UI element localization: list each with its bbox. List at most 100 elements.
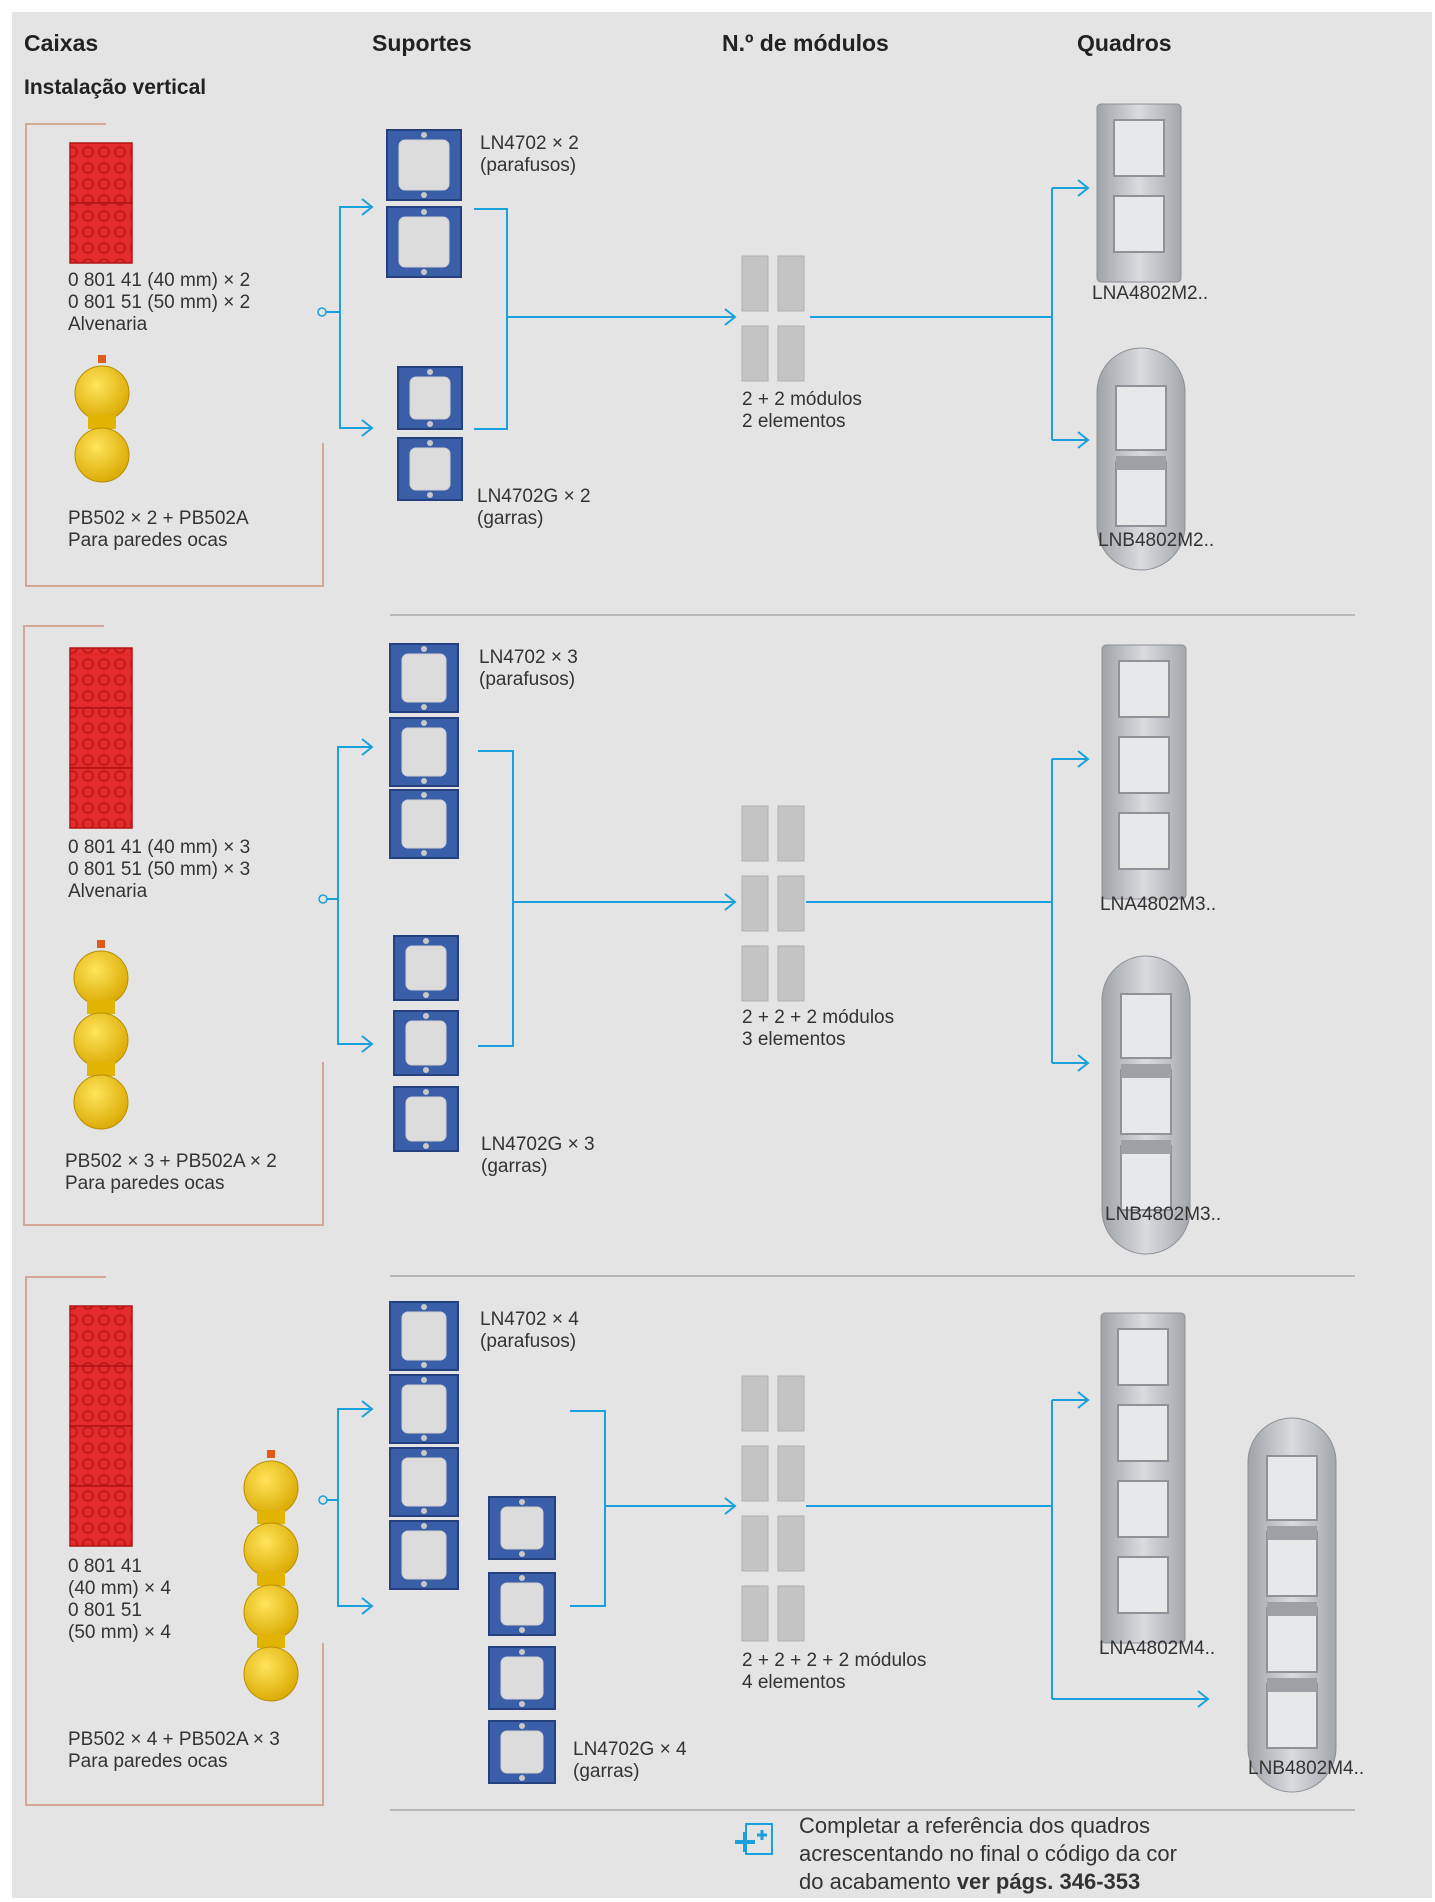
row1-screw-support-1-screw-top xyxy=(421,132,427,138)
row3-red-masonry-box-4 xyxy=(70,1486,132,1546)
row2-claw-support-3-screw-bottom xyxy=(423,1143,429,1149)
row3-claw-support-3-screw-bottom xyxy=(519,1701,525,1707)
row2-claw-support-1-screw-bottom xyxy=(423,992,429,998)
row2-module-left-1 xyxy=(742,806,768,861)
row3-claw-support-4-window xyxy=(501,1731,543,1773)
row2-screw-support-1-screw-top xyxy=(421,646,427,652)
row2-module-left-3 xyxy=(742,946,768,1001)
row3-module-left-2 xyxy=(742,1446,768,1501)
row2-screw-support-2-window xyxy=(402,728,446,776)
row1-merge-bracket xyxy=(474,209,507,429)
row3-frame-b-label: LNB4802M4.. xyxy=(1248,1758,1364,1780)
row2-merge-bracket xyxy=(478,751,513,1046)
row2-screw-support-3-screw-top xyxy=(421,792,427,798)
row3-red-masonry-box-2 xyxy=(70,1366,132,1426)
row1-frame-a-label: LNA4802M2.. xyxy=(1092,283,1208,305)
row3-module-right-3 xyxy=(778,1516,804,1571)
row1-module-right-1 xyxy=(778,256,804,311)
row2-frame-a-label: LNA4802M3.. xyxy=(1100,894,1216,916)
row2-arrow-to-screw xyxy=(327,747,372,899)
row1-yellow-hollow-box-top-tab xyxy=(98,355,106,363)
row3-screw-support-1-window xyxy=(402,1312,446,1360)
row2-screw-support-label: LN4702 × 3 (parafusos) xyxy=(479,647,578,691)
row3-module-left-4 xyxy=(742,1586,768,1641)
row3-claw-support-4-screw-bottom xyxy=(519,1775,525,1781)
row1-frame-a-opening-1 xyxy=(1114,120,1164,176)
row3-yellow-hollow-box-connector-2 xyxy=(257,1572,285,1586)
row3-claw-support-3-window xyxy=(501,1657,543,1699)
row1-screw-support-1-window xyxy=(399,140,449,190)
row2-screw-support-1-window xyxy=(402,654,446,702)
row3-frame-b-opening-3 xyxy=(1267,1608,1317,1672)
row2-red-masonry-box-3 xyxy=(70,768,132,828)
row3-module-right-1 xyxy=(778,1376,804,1431)
row2-frame-b-label: LNB4802M3.. xyxy=(1105,1204,1221,1226)
row3-yellow-hollow-box-top-tab xyxy=(267,1450,275,1458)
row2-yellow-hollow-box-3 xyxy=(74,1075,128,1129)
row1-frame-b-label: LNB4802M2.. xyxy=(1098,530,1214,552)
row3-module-right-4 xyxy=(778,1586,804,1641)
row2-frame-a-opening-1 xyxy=(1119,661,1169,717)
row3-module-right-2 xyxy=(778,1446,804,1501)
row1-frame-a-opening-2 xyxy=(1114,196,1164,252)
row1-red-masonry-box-2 xyxy=(70,203,132,263)
row3-screw-support-1-screw-top xyxy=(421,1304,427,1310)
row3-claw-support-label: LN4702G × 4 (garras) xyxy=(573,1739,687,1783)
row3-claw-support-2-screw-bottom xyxy=(519,1627,525,1633)
row2-claw-support-3-screw-top xyxy=(423,1089,429,1095)
row1-arrow-to-claw xyxy=(340,312,372,428)
row1-module-right-2 xyxy=(778,326,804,381)
row1-claw-support-2-screw-bottom xyxy=(427,492,433,498)
row1-screw-support-2-screw-bottom xyxy=(421,269,427,275)
row2-frame-b-opening-3 xyxy=(1121,1146,1171,1210)
row3-screw-support-label: LN4702 × 4 (parafusos) xyxy=(480,1309,579,1353)
row2-module-right-1 xyxy=(778,806,804,861)
row1-arrow-to-screw xyxy=(326,207,372,312)
row3-modules-label: 2 + 2 + 2 + 2 módulos 4 elementos xyxy=(742,1650,926,1694)
row1-yellow-hollow-box-2 xyxy=(75,428,129,482)
row2-red-masonry-box-2 xyxy=(70,708,132,768)
row3-module-left-1 xyxy=(742,1376,768,1431)
row3-source-node xyxy=(319,1496,327,1504)
row3-hollow-label: PB502 × 4 + PB502A × 3 Para paredes ocas xyxy=(68,1729,280,1773)
row3-screw-support-3-window xyxy=(402,1458,446,1506)
row1-frame-b-opening-1 xyxy=(1116,386,1166,450)
row3-frame-a-opening-3 xyxy=(1118,1481,1168,1537)
row3-red-masonry-box-1 xyxy=(70,1306,132,1366)
row2-claw-support-3-window xyxy=(406,1097,446,1141)
row3-screw-support-3-screw-top xyxy=(421,1450,427,1456)
row3-claw-support-2-screw-top xyxy=(519,1575,525,1581)
row2-red-masonry-box-1 xyxy=(70,648,132,708)
row2-module-right-2 xyxy=(778,876,804,931)
row1-yellow-hollow-box-1 xyxy=(75,366,129,420)
row2-yellow-hollow-box-2 xyxy=(74,1013,128,1067)
row2-yellow-hollow-box-connector-1 xyxy=(87,1000,115,1014)
row1-claw-support-2-screw-top xyxy=(427,440,433,446)
row3-frame-a-opening-1 xyxy=(1118,1329,1168,1385)
row3-yellow-hollow-box-4 xyxy=(244,1647,298,1701)
row1-screw-support-label: LN4702 × 2 (parafusos) xyxy=(480,133,579,177)
row3-frame-a-opening-4 xyxy=(1118,1557,1168,1613)
row2-yellow-hollow-box-top-tab xyxy=(97,940,105,948)
row1-hollow-label: PB502 × 2 + PB502A Para paredes ocas xyxy=(68,508,249,552)
row3-claw-support-1-screw-top xyxy=(519,1499,525,1505)
row1-screw-support-1-screw-bottom xyxy=(421,192,427,198)
row1-claw-support-1-window xyxy=(410,377,450,419)
row2-screw-support-2-screw-top xyxy=(421,720,427,726)
row1-frame-b-opening-2 xyxy=(1116,462,1166,526)
row3-claw-support-1-window xyxy=(501,1507,543,1549)
row3-screw-support-2-window xyxy=(402,1385,446,1433)
row2-claw-support-2-window xyxy=(406,1021,446,1065)
row2-yellow-hollow-box-connector-2 xyxy=(87,1062,115,1076)
row1-masonry-label: 0 801 41 (40 mm) × 2 0 801 51 (50 mm) × … xyxy=(68,270,250,336)
row2-claw-support-2-screw-top xyxy=(423,1013,429,1019)
row2-module-right-3 xyxy=(778,946,804,1001)
row2-screw-support-3-window xyxy=(402,800,446,848)
row1-claw-support-1-screw-top xyxy=(427,369,433,375)
row1-frame-b-divider-1 xyxy=(1116,456,1166,470)
row2-frame-b-divider-2 xyxy=(1121,1140,1171,1154)
row3-frame-b-opening-2 xyxy=(1267,1532,1317,1596)
row3-screw-support-2-screw-bottom xyxy=(421,1435,427,1441)
row2-frame-a-opening-2 xyxy=(1119,737,1169,793)
row3-claw-support-3-screw-top xyxy=(519,1649,525,1655)
